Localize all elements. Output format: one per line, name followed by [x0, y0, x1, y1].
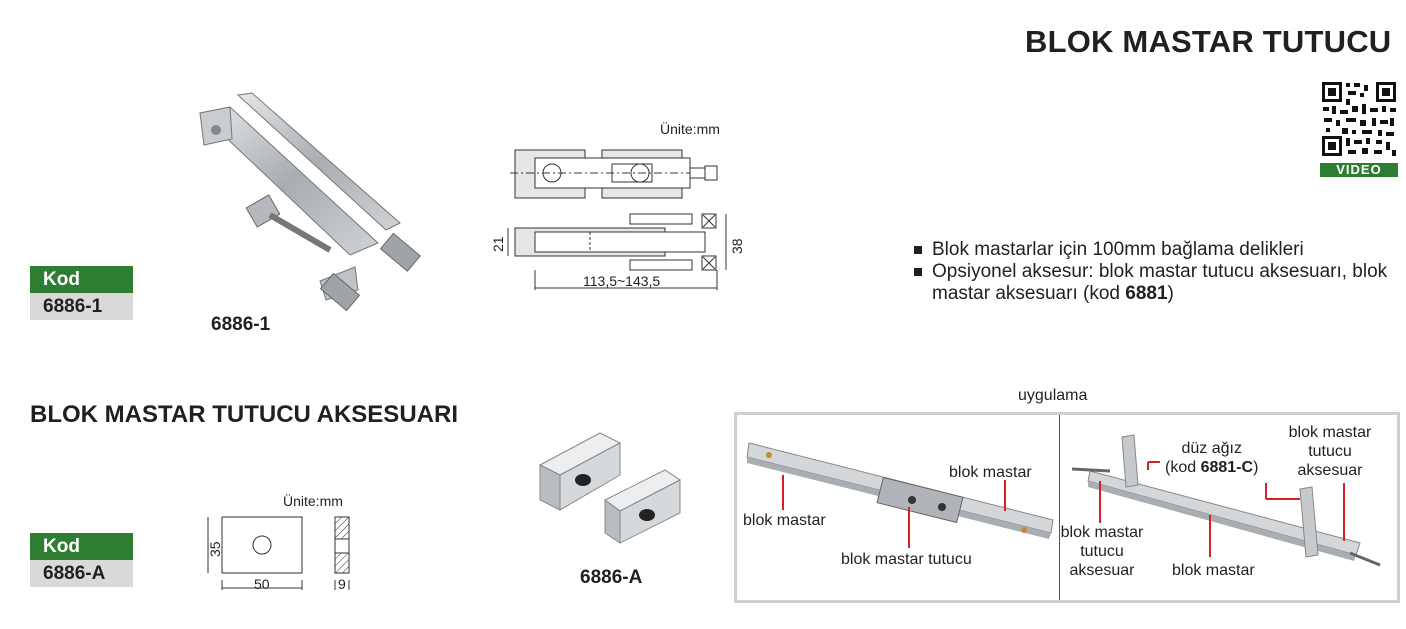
gauge-block-assembly-illustration [746, 442, 1054, 548]
application-right-image: düz ağız (kod 6881-C) blok mastar tutucu… [1060, 415, 1397, 600]
technical-drawing-6886-1 [507, 149, 727, 290]
gauge-block-accessory-illustration [1071, 434, 1381, 567]
kod-label: Kod [30, 533, 133, 560]
kod-value: 6886-A [30, 560, 133, 587]
video-qr-code[interactable]: VIDEO [1320, 80, 1398, 177]
label-blok-mastar-right: blok mastar [949, 464, 1032, 481]
page-title: BLOK MASTAR TUTUCU [1025, 24, 1392, 59]
application-title: uygulama [1018, 387, 1088, 404]
label-tutucu-aksesuar-left: blok mastar tutucu aksesuar [1060, 524, 1144, 579]
video-label: VIDEO [1320, 163, 1398, 177]
dim-length: 113,5~143,5 [583, 273, 661, 289]
dim-width-50: 50 [254, 576, 270, 592]
holder-6886-1-photo [198, 92, 421, 312]
dim-height-21: 21 [490, 236, 506, 252]
label-blok-mastar-tutucu: blok mastar tutucu [841, 551, 972, 568]
kod-label: Kod [30, 266, 133, 293]
feature-list: Blok mastarlar için 100mm bağlama delikl… [912, 239, 1402, 305]
dim-height-35: 35 [207, 541, 223, 557]
accessory-6886-A-photo [538, 432, 681, 544]
unit-label-6886-A: Ünite:mm [283, 493, 343, 509]
feature-item: Blok mastarlar için 100mm bağlama delikl… [912, 239, 1402, 261]
application-panel: blok mastar blok mastar blok mastar tutu… [734, 412, 1400, 603]
kod-value: 6886-1 [30, 293, 133, 320]
label-duz-agiz: düz ağız (kod 6881-C) [1165, 440, 1259, 476]
application-left-image: blok mastar blok mastar blok mastar tutu… [737, 415, 1060, 600]
dim-height-38: 38 [729, 238, 745, 254]
label-blok-mastar: blok mastar [1172, 562, 1255, 579]
model-label-6886-A: 6886-A [580, 567, 643, 588]
accessory-section-title: BLOK MASTAR TUTUCU AKSESUARI [30, 401, 458, 428]
model-label-6886-1: 6886-1 [211, 314, 271, 335]
technical-drawing-6886-A [207, 516, 350, 590]
kod-box-6886-A: Kod 6886-A [30, 533, 133, 587]
kod-box-6886-1: Kod 6886-1 [30, 266, 133, 320]
qr-code-icon [1320, 80, 1398, 158]
label-tutucu-aksesuar-top: blok mastar tutucu aksesuar [1288, 424, 1372, 479]
feature-item: Opsiyonel aksesur: blok mastar tutucu ak… [912, 261, 1402, 305]
unit-label-6886-1: Ünite:mm [660, 121, 720, 137]
dim-thickness-9: 9 [338, 576, 346, 592]
label-blok-mastar-left: blok mastar [743, 512, 826, 529]
